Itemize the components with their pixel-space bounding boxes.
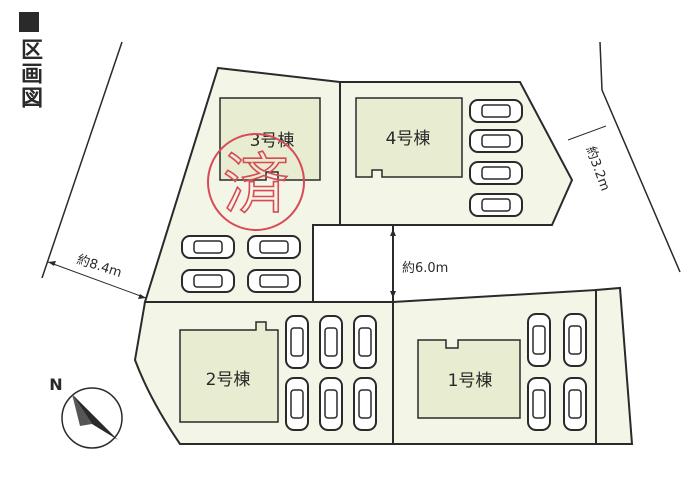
parking-car-icon: [469, 193, 523, 217]
parking-car-icon: [563, 377, 587, 431]
building-1: [417, 339, 521, 419]
parking-car-icon: [563, 313, 587, 367]
parking-car-icon: [181, 269, 235, 293]
parking-car-icon: [181, 235, 235, 259]
map-title: 区画図: [14, 12, 44, 110]
parking-car-icon: [353, 315, 377, 369]
parking-car-icon: [285, 377, 309, 431]
building-3: [219, 97, 321, 181]
road-west-label: 約8.4m: [75, 252, 124, 281]
dimension-west: [47, 261, 147, 299]
parking-car-icon: [469, 99, 523, 123]
building-2-label: 2号棟: [206, 370, 251, 390]
compass: N: [49, 375, 123, 449]
parking-car-icon: [353, 377, 377, 431]
parking-car-icon: [469, 161, 523, 185]
road-center-label: 約6.0m: [402, 261, 448, 276]
parking-car-icon: [285, 315, 309, 369]
building-4: [355, 97, 463, 178]
dimension-east: [567, 125, 607, 141]
building-4-label: 4号棟: [386, 129, 431, 149]
parking-car-icon: [247, 235, 301, 259]
road-east-label: 約3.2m: [582, 144, 612, 193]
building-3-label: 3号棟: [250, 131, 295, 151]
building-1-label: 1号棟: [448, 371, 493, 391]
lot-east-strip: [595, 286, 634, 445]
building-2: [179, 321, 279, 423]
road-edge-east: [599, 41, 681, 273]
title-marker: [19, 12, 39, 32]
road-center: [312, 224, 394, 303]
dimension-center: [390, 229, 396, 298]
map-title-text: 区画図: [17, 38, 42, 110]
parking-car-icon: [527, 377, 551, 431]
compass-label: N: [49, 375, 62, 394]
road-edge-west: [41, 41, 123, 279]
compass-needle: [72, 394, 118, 440]
sold-stamp-text: 済: [223, 146, 289, 223]
parking-car-icon: [247, 269, 301, 293]
parking-car-icon: [527, 313, 551, 367]
sold-stamp: 済: [207, 133, 305, 231]
parking-car-icon: [319, 377, 343, 431]
parking-cars: [181, 99, 587, 431]
parking-car-icon: [319, 315, 343, 369]
parking-car-icon: [469, 129, 523, 153]
